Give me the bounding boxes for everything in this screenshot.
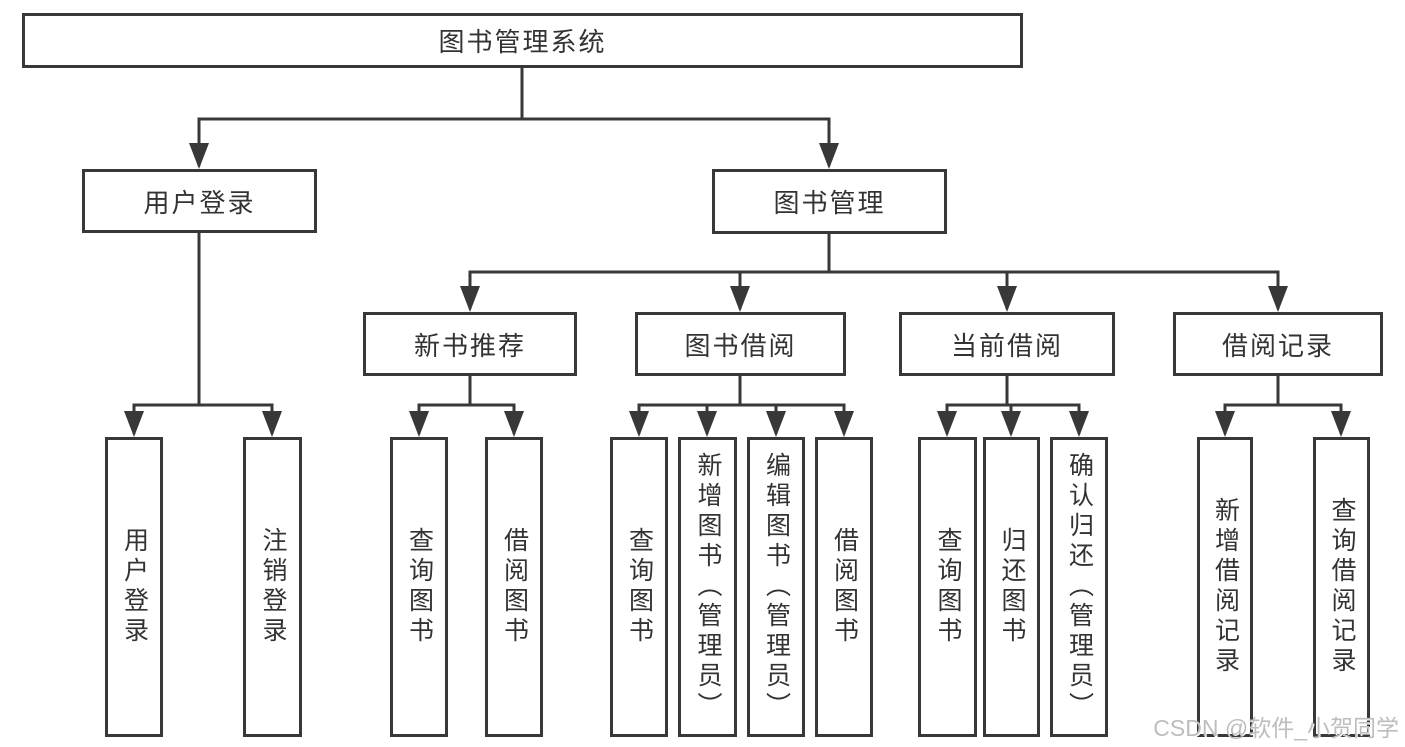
leaf-bb-borrow-books: 借阅图书 — [815, 437, 873, 737]
node-label: 新书推荐 — [413, 330, 526, 361]
leaf-label: 新增图书（管理员） — [694, 452, 722, 722]
node-label: 图书管理系统 — [438, 27, 607, 57]
leaf-label: 查询借阅记录 — [1328, 497, 1356, 677]
leaf-logout: 注销登录 — [243, 437, 302, 737]
leaf-label: 新增借阅记录 — [1211, 497, 1240, 677]
leaf-label: 编辑图书（管理员） — [762, 452, 791, 722]
node-new-book-recommendation: 新书推荐 — [363, 312, 577, 376]
node-book-borrowing: 图书借阅 — [635, 312, 846, 376]
node-label: 借阅记录 — [1221, 330, 1334, 361]
node-borrowing-records: 借阅记录 — [1173, 312, 1383, 376]
leaf-label: 查询图书 — [934, 527, 962, 647]
node-label: 图书借阅 — [684, 330, 797, 361]
leaf-cb-query-books: 查询图书 — [918, 437, 977, 737]
leaf-br-query-borrow-record: 查询借阅记录 — [1313, 437, 1370, 737]
leaf-label: 注销登录 — [259, 527, 287, 647]
node-label: 图书管理 — [773, 188, 886, 218]
leaf-nbr-query-books: 查询图书 — [390, 437, 448, 737]
leaf-label: 确认归还（管理员） — [1065, 452, 1094, 722]
node-book-management: 图书管理 — [712, 169, 947, 234]
node-library-management-system: 图书管理系统 — [22, 13, 1023, 68]
leaf-label: 归还图书 — [998, 527, 1026, 647]
leaf-label: 借阅图书 — [500, 527, 529, 647]
leaf-label: 借阅图书 — [830, 527, 859, 647]
leaf-user-login: 用户登录 — [105, 437, 163, 737]
leaf-cb-confirm-return-admin: 确认归还（管理员） — [1050, 437, 1108, 737]
leaf-br-add-borrow-record: 新增借阅记录 — [1197, 437, 1253, 737]
leaf-label: 查询图书 — [405, 527, 434, 647]
node-label: 用户登录 — [143, 187, 256, 218]
leaf-cb-return-books: 归还图书 — [983, 437, 1040, 737]
leaf-bb-edit-books-admin: 编辑图书（管理员） — [747, 437, 805, 737]
node-user-login: 用户登录 — [82, 169, 317, 233]
node-current-borrowing: 当前借阅 — [899, 312, 1115, 376]
leaf-bb-query-books: 查询图书 — [610, 437, 668, 737]
leaf-bb-add-books-admin: 新增图书（管理员） — [678, 437, 737, 737]
leaf-label: 查询图书 — [625, 527, 654, 647]
csdn-watermark: CSDN @软件_小贺同学 — [1153, 715, 1399, 741]
leaf-nbr-borrow-books: 借阅图书 — [485, 437, 543, 737]
node-label: 当前借阅 — [950, 330, 1063, 361]
leaf-label: 用户登录 — [120, 527, 149, 647]
